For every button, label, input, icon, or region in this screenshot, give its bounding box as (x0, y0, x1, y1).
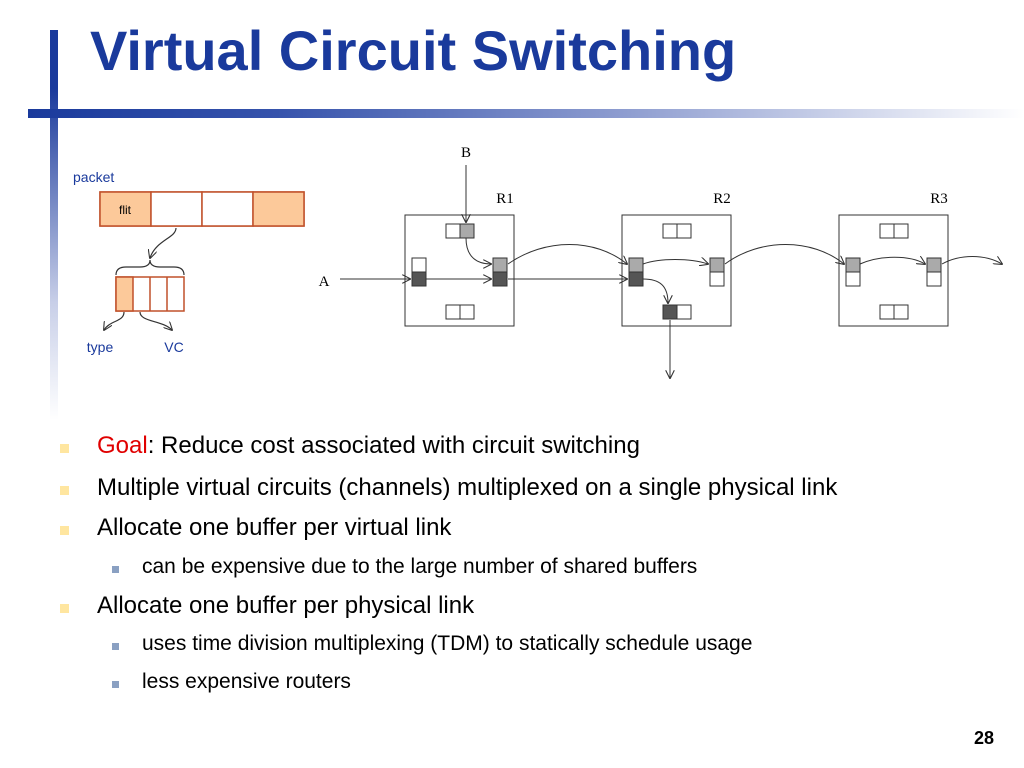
bullet-text: Multiple virtual circuits (channels) mul… (97, 474, 838, 501)
bullet-buffer-per-virtual-link: Allocate one buffer per virtual link (60, 514, 452, 542)
subbullet-marker (112, 566, 119, 573)
page-number: 28 (973, 728, 994, 748)
head-flit (99, 191, 152, 227)
flit-type-field (115, 276, 134, 312)
title-accent-vertical-bar (50, 30, 58, 420)
router-label-r3: R3 (930, 191, 948, 207)
subbullet-expensive: can be expensive due to the large number… (112, 555, 698, 579)
bullet-marker (60, 444, 69, 453)
virtual-circuit-diagram: packet flit type VC B A R1 R2 R3 (73, 145, 1024, 430)
bullet-multiple-virtual-circuits: Multiple virtual circuits (channels) mul… (60, 474, 838, 502)
node-a-label: A (319, 274, 330, 290)
body-flit (201, 191, 254, 227)
bullet-text: can be expensive due to the large number… (142, 555, 698, 578)
router-label-r1: R1 (496, 191, 514, 207)
type-label: type (87, 339, 114, 355)
slide-title: Virtual Circuit Switching (90, 19, 737, 82)
router-network: B A R1 R2 R3 (319, 145, 1002, 378)
bullet-marker (60, 604, 69, 613)
bullet-text: Allocate one buffer per virtual link (97, 514, 452, 541)
bullet-buffer-per-physical-link: Allocate one buffer per physical link (60, 592, 475, 620)
router-r2 (621, 214, 732, 327)
bullet-text: uses time division multiplexing (TDM) to… (142, 632, 753, 655)
bullet-text: : Reduce cost associated with circuit sw… (147, 432, 640, 459)
flit-brace (115, 259, 185, 276)
type-arrow (104, 311, 125, 330)
vc-label: VC (164, 339, 183, 355)
flit-expand-arrow (150, 227, 177, 258)
packet-label: packet (73, 169, 114, 185)
title-accent-horizontal-bar (28, 109, 1024, 118)
goal-keyword: Goal (97, 432, 148, 459)
packet-diagram: packet flit type VC (73, 169, 305, 355)
subbullet-tdm: uses time division multiplexing (TDM) to… (112, 632, 753, 656)
bullet-marker (60, 486, 69, 495)
router-label-r2: R2 (713, 191, 731, 207)
tail-flit (252, 191, 305, 227)
flit-label: flit (119, 203, 132, 217)
bullet-goal: Goal: Reduce cost associated with circui… (60, 432, 640, 460)
subbullet-marker (112, 681, 119, 688)
circuit-paths (340, 165, 1002, 378)
bullet-text: Allocate one buffer per physical link (97, 592, 475, 619)
router-r3 (838, 214, 949, 327)
bullet-marker (60, 526, 69, 535)
subbullet-less-expensive: less expensive routers (112, 670, 351, 694)
router-r1 (404, 214, 515, 327)
subbullet-marker (112, 643, 119, 650)
node-b-label: B (461, 145, 471, 161)
vc-arrow (139, 311, 172, 330)
bullet-text: less expensive routers (142, 670, 351, 693)
body-flit (150, 191, 203, 227)
